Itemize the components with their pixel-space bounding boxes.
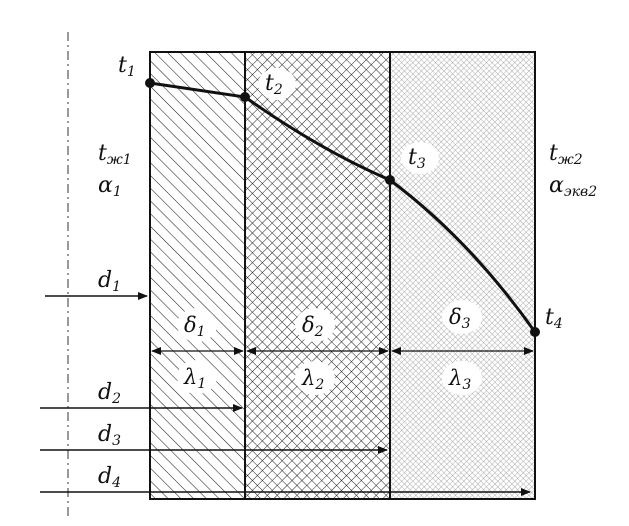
label-t4: t4 bbox=[545, 305, 563, 332]
point-t4 bbox=[530, 327, 540, 337]
label-delta-3: δ3 bbox=[449, 305, 471, 332]
label-t1: t1 bbox=[118, 53, 136, 80]
point-t2 bbox=[240, 92, 250, 102]
label-d3: d3 bbox=[98, 422, 121, 449]
label-left-fluid-temp: tж1 bbox=[98, 141, 132, 168]
point-t1 bbox=[145, 78, 155, 88]
layer-3 bbox=[389, 51, 536, 500]
label-right-fluid-coef: αэкв2 bbox=[549, 173, 597, 200]
layer-1 bbox=[149, 51, 246, 500]
label-d1: d1 bbox=[98, 268, 121, 295]
label-right-fluid-temp: tж2 bbox=[549, 141, 583, 168]
label-delta-1: δ1 bbox=[184, 313, 206, 340]
label-t2: t2 bbox=[265, 71, 283, 98]
label-d2: d2 bbox=[98, 380, 121, 407]
label-delta-2: δ2 bbox=[302, 313, 324, 340]
label-d4: d4 bbox=[98, 464, 121, 491]
label-lambda-3: λ3 bbox=[448, 366, 471, 393]
label-lambda-2: λ2 bbox=[301, 366, 324, 393]
label-lambda-1: λ1 bbox=[183, 365, 206, 392]
label-left-fluid-coef: α1 bbox=[98, 173, 122, 200]
layer-2 bbox=[244, 51, 391, 500]
label-t3: t3 bbox=[408, 145, 426, 172]
point-t3 bbox=[385, 175, 395, 185]
